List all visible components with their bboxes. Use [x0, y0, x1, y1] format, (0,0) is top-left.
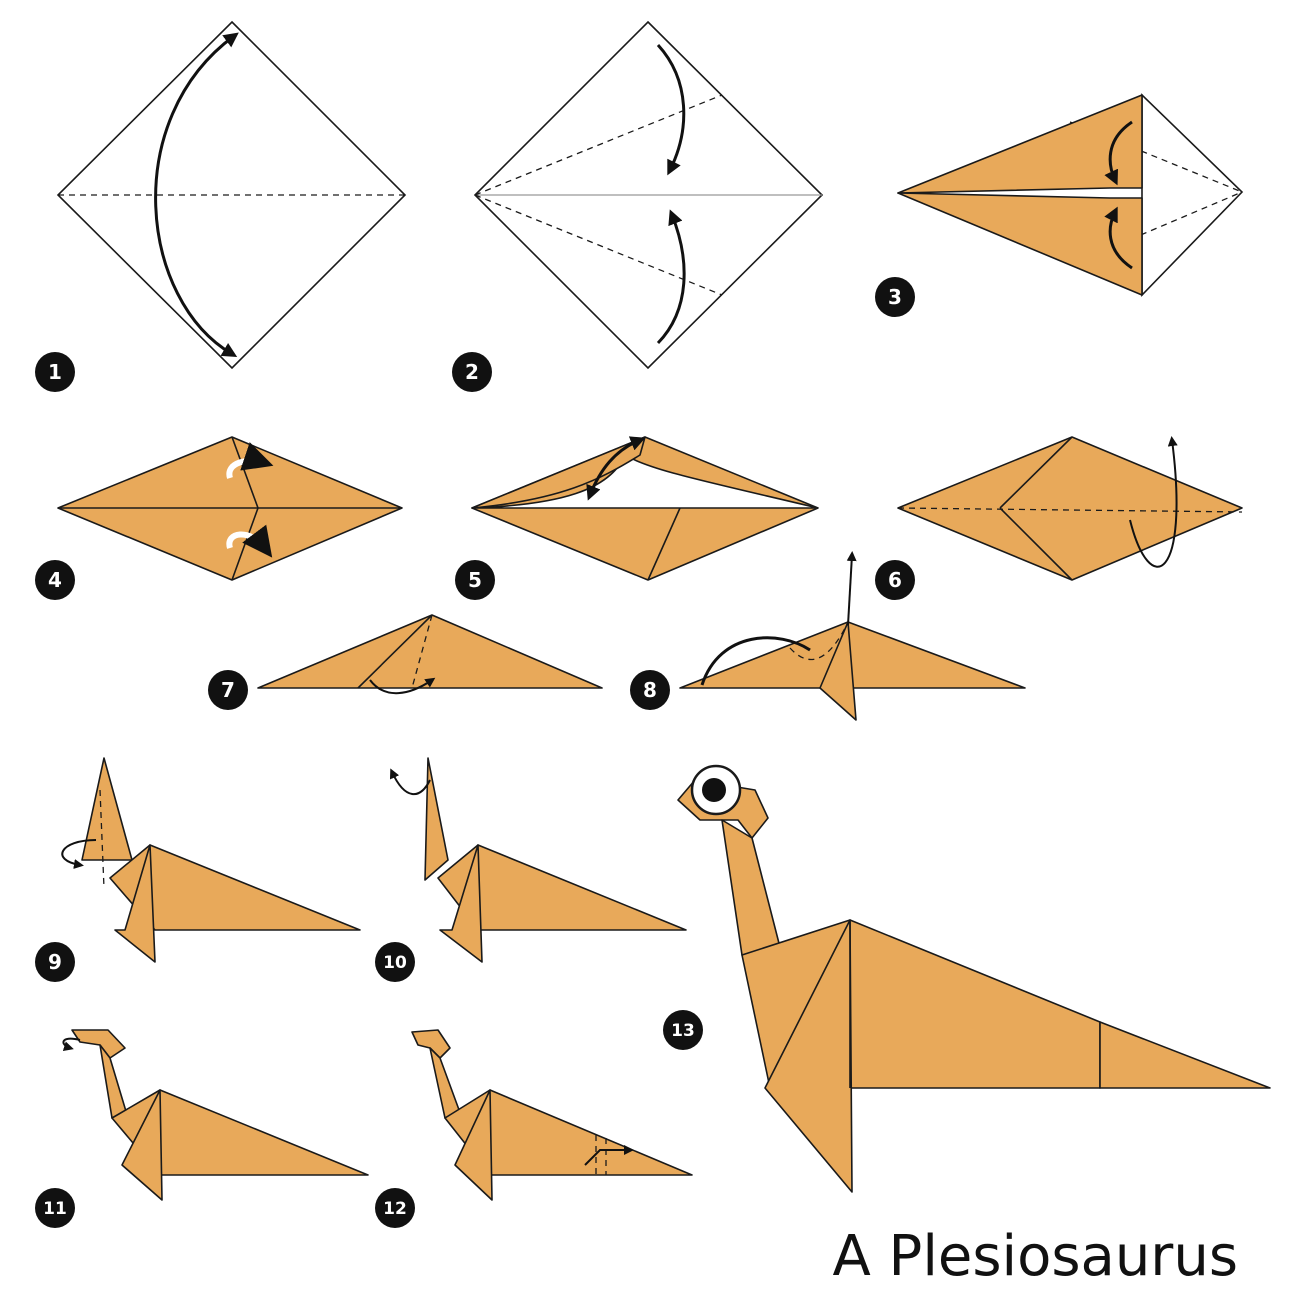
step-10-diagram	[389, 757, 687, 963]
step-5-diagram	[471, 436, 819, 581]
step-badge-7: 7	[208, 670, 248, 710]
step-1-diagram	[56, 20, 407, 370]
step-8-arc-arrow	[700, 636, 811, 686]
step-6-fold-line	[897, 507, 1243, 513]
svg-text:2: 2	[465, 360, 479, 384]
step-12-neck	[429, 1047, 463, 1119]
step-11-arrow	[62, 1037, 81, 1052]
step-10-neck	[424, 757, 449, 881]
step-9-fold-line	[99, 789, 105, 889]
step-2-diagram	[473, 20, 824, 370]
step-8-fold-line	[789, 621, 849, 660]
step-4-turn-arrow-top	[226, 442, 274, 479]
step-badge-11: 11	[35, 1188, 75, 1228]
step-11-diagram	[62, 1029, 369, 1201]
step-badge-3: 3	[875, 277, 915, 317]
step-1-square-paper	[56, 20, 407, 370]
svg-text:1: 1	[48, 360, 62, 384]
svg-text:13: 13	[671, 1021, 695, 1041]
step-12-leg	[454, 1089, 493, 1201]
step-3-arrow-top	[1104, 120, 1133, 186]
svg-text:11: 11	[43, 1199, 67, 1219]
step-9-neck	[81, 757, 133, 861]
step-6-crease-a	[999, 436, 1073, 509]
step-2-arrow-up	[656, 209, 686, 345]
step-2-fold-line-bottom	[474, 194, 723, 296]
step-3-fold-line-bottom	[1069, 191, 1243, 266]
svg-text:9: 9	[48, 950, 62, 974]
step-badge-4: 4	[35, 560, 75, 600]
step-8-diagram	[679, 551, 1026, 721]
step-10-arrow	[389, 768, 431, 796]
plesiosaurus-flipper	[764, 919, 853, 1193]
step-badge-12: 12	[375, 1188, 415, 1228]
step-badge-5: 5	[455, 560, 495, 600]
svg-text:4: 4	[48, 568, 62, 592]
diagram-title: A Plesiosaurus	[832, 1224, 1238, 1289]
step-badge-6: 6	[875, 560, 915, 600]
svg-text:7: 7	[221, 678, 235, 702]
step-10-leg	[439, 844, 483, 963]
step-badge-2: 2	[452, 352, 492, 392]
step-3-back-flap	[1141, 93, 1244, 297]
step-8-fin	[819, 621, 857, 721]
step-7-diagram	[257, 614, 603, 695]
step-4-turn-arrow-bottom	[226, 524, 273, 558]
svg-text:3: 3	[888, 285, 902, 309]
step-badge-1: 1	[35, 352, 75, 392]
step-3-fold-line-top	[1069, 121, 1243, 193]
step-1-fold-arrow	[154, 32, 239, 358]
step-4-diagram	[57, 436, 403, 581]
step-2-arrow-down	[656, 43, 686, 176]
svg-text:8: 8	[643, 678, 657, 702]
step-4-crease-top	[231, 436, 259, 509]
step-7-crease	[357, 614, 433, 689]
step-11-head	[71, 1029, 126, 1059]
step-3-kite-bottom	[897, 192, 1143, 296]
svg-text:5: 5	[468, 568, 482, 592]
svg-text:6: 6	[888, 568, 902, 592]
step-3-kite-top	[897, 94, 1143, 194]
svg-text:10: 10	[383, 953, 407, 973]
step-12-diagram	[411, 1029, 693, 1201]
svg-text:12: 12	[383, 1199, 407, 1219]
step-8-up-arrow	[846, 551, 857, 626]
plesiosaurus-tail	[1099, 1021, 1271, 1089]
step-6-arrow	[1129, 436, 1178, 568]
step-badge-8: 8	[630, 670, 670, 710]
step-9-arrow	[61, 839, 97, 869]
step-badge-13: 13	[663, 1010, 703, 1050]
step-7-fold-line	[411, 614, 433, 689]
step-3-diagram	[897, 93, 1244, 297]
step-badge-10: 10	[375, 942, 415, 982]
step-6-diagram	[897, 436, 1243, 581]
step-6-diamond	[897, 436, 1243, 581]
step-5-crease	[647, 507, 681, 581]
step-6-crease-b	[999, 507, 1073, 581]
step-9-leg	[114, 844, 156, 963]
step-7-arrow	[369, 677, 436, 695]
step-2-fold-line-top	[474, 94, 723, 196]
step-11-leg	[121, 1089, 163, 1201]
step-5-arrow	[586, 436, 646, 501]
step-badge-9: 9	[35, 942, 75, 982]
step-13-final-model	[677, 764, 1271, 1193]
step-12-arrow	[584, 1145, 634, 1166]
plesiosaurus-neck	[721, 819, 783, 956]
step-3-arrow-bottom	[1104, 206, 1133, 270]
step-7-triangle	[257, 614, 603, 689]
plesiosaurus-eye-pupil	[702, 778, 726, 802]
step-9-diagram	[61, 757, 361, 963]
